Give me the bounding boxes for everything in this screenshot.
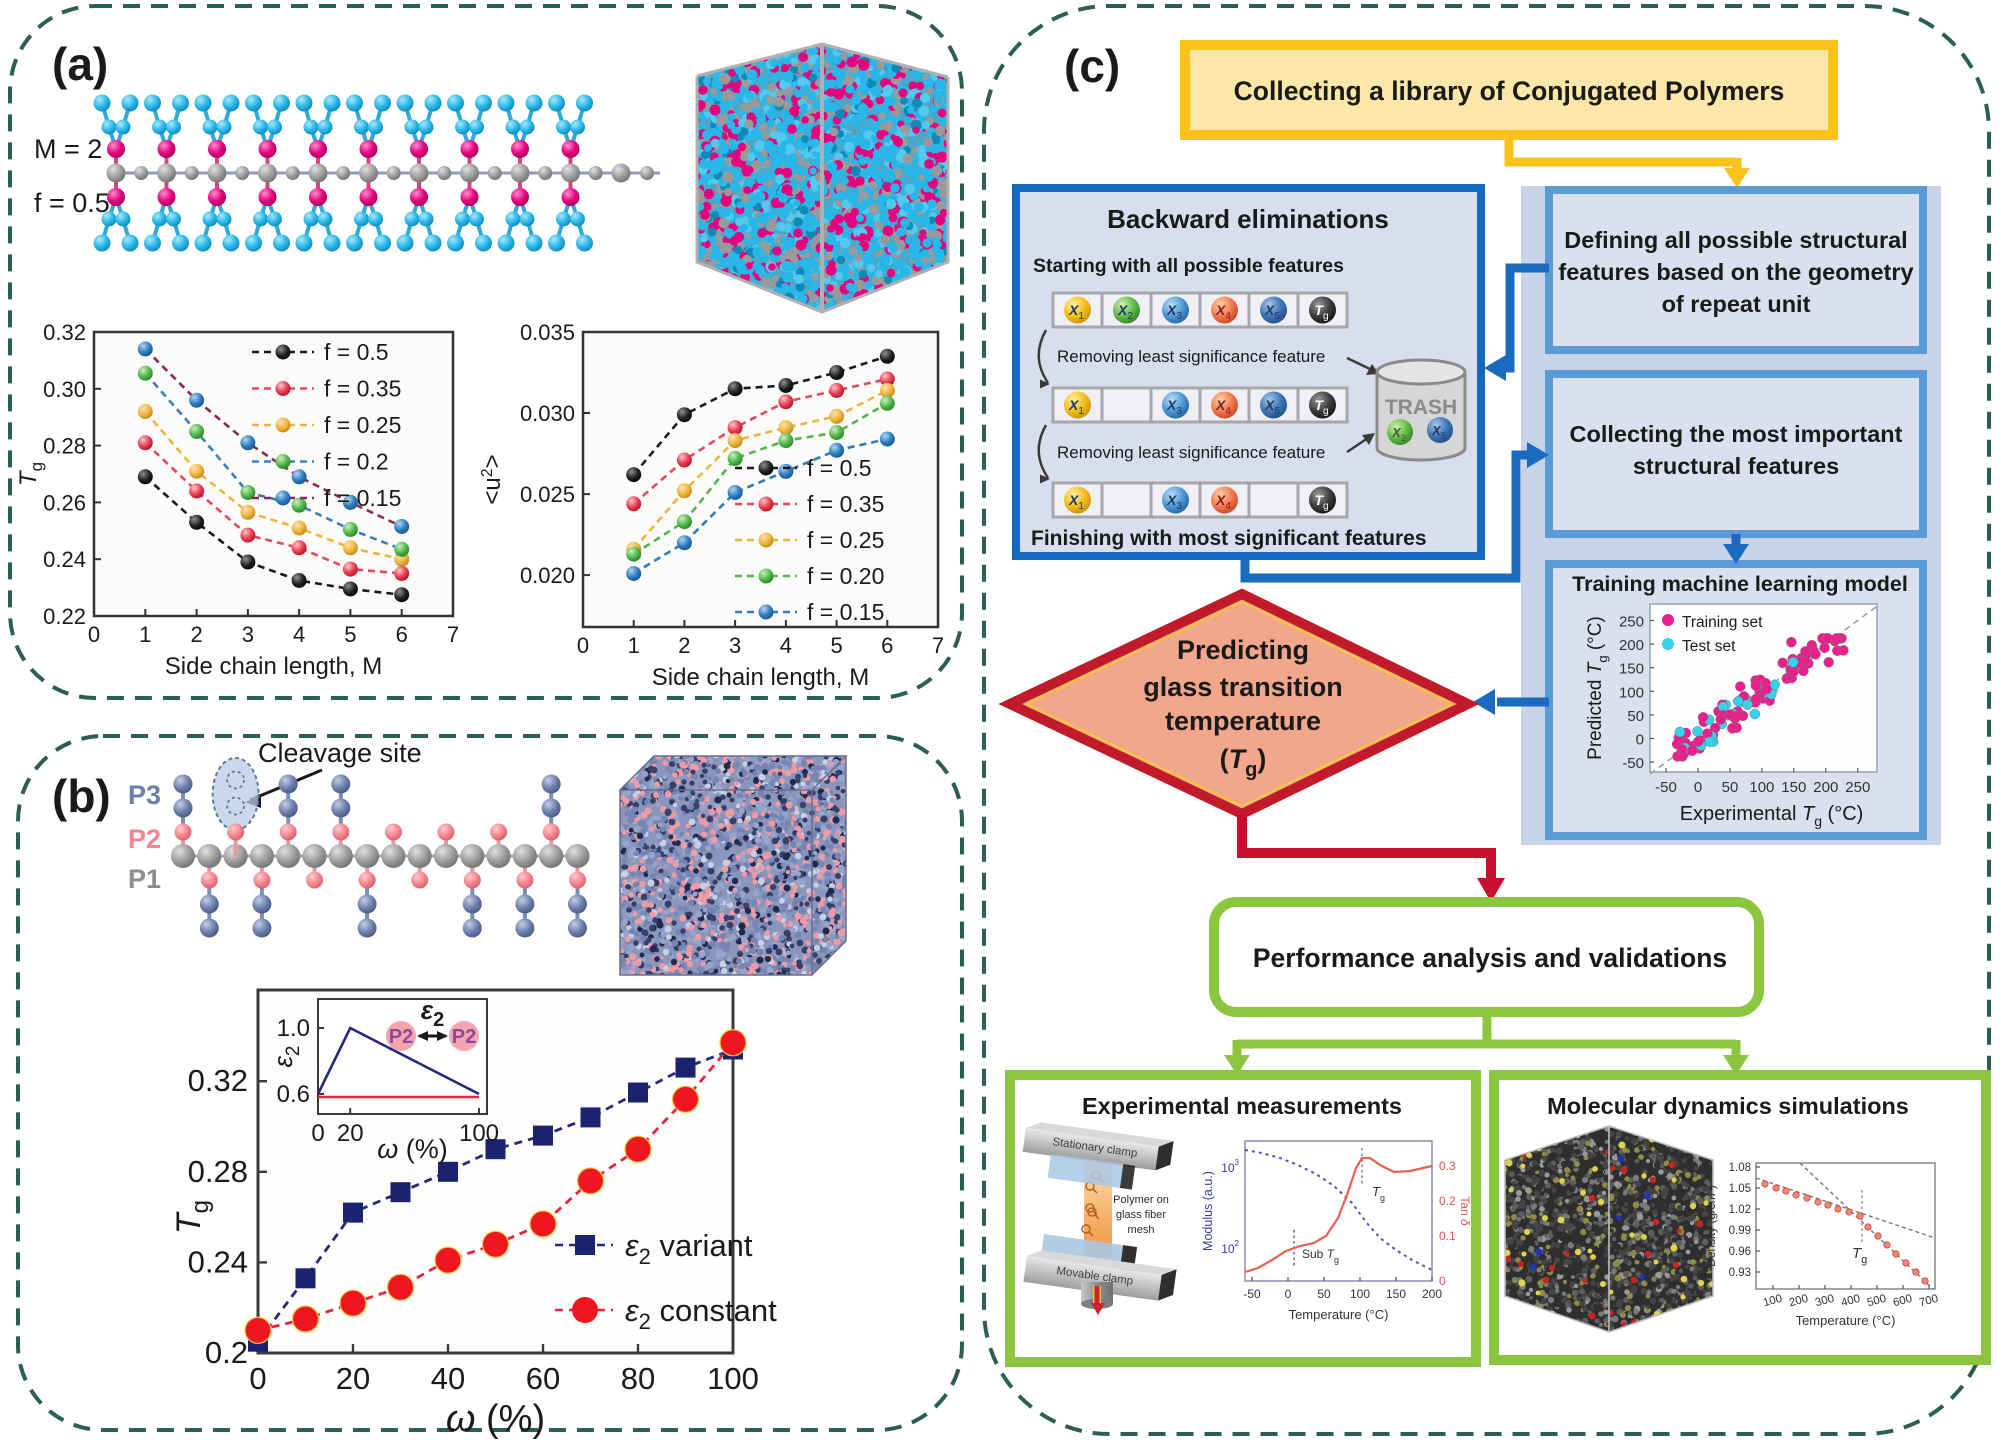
svg-text:1: 1 [628, 633, 640, 658]
svg-text:(c): (c) [1064, 40, 1120, 92]
svg-text:0.26: 0.26 [43, 490, 86, 515]
svg-text:5: 5 [344, 622, 356, 647]
svg-text:4: 4 [780, 633, 792, 658]
svg-text:2: 2 [190, 622, 202, 647]
svg-text:3: 3 [242, 622, 254, 647]
svg-text:0.28: 0.28 [43, 434, 86, 459]
svg-text:(b): (b) [52, 770, 111, 822]
svg-text:2: 2 [678, 633, 690, 658]
svg-text:0.30: 0.30 [43, 377, 86, 402]
svg-text:P3: P3 [128, 780, 161, 810]
svg-text:Side chain length, M: Side chain length, M [165, 653, 382, 680]
svg-text:4: 4 [293, 622, 305, 647]
svg-text:0.020: 0.020 [520, 563, 575, 588]
svg-text:f = 0.20: f = 0.20 [807, 563, 884, 589]
svg-text:3: 3 [729, 633, 741, 658]
svg-text:P2: P2 [128, 824, 161, 854]
svg-text:7: 7 [447, 622, 459, 647]
svg-text:0.22: 0.22 [43, 604, 86, 629]
svg-text:0.24: 0.24 [43, 547, 86, 572]
svg-text:f = 0.35: f = 0.35 [807, 491, 884, 517]
svg-text:P1: P1 [128, 864, 161, 894]
svg-text:f = 0.2: f = 0.2 [324, 449, 389, 475]
svg-text:f = 0.15: f = 0.15 [807, 599, 884, 625]
svg-text:0.32: 0.32 [43, 320, 86, 345]
svg-text:0.025: 0.025 [520, 482, 575, 507]
svg-text:f = 0.5: f = 0.5 [34, 188, 110, 218]
svg-text:0.030: 0.030 [520, 401, 575, 426]
svg-text:6: 6 [396, 622, 408, 647]
svg-text:(a): (a) [52, 38, 108, 90]
svg-text:0: 0 [577, 633, 589, 658]
svg-text:0: 0 [88, 622, 100, 647]
svg-text:Side chain length, M: Side chain length, M [652, 664, 869, 691]
svg-text:f = 0.25: f = 0.25 [807, 527, 884, 553]
svg-text:6: 6 [881, 633, 893, 658]
svg-text:f = 0.35: f = 0.35 [324, 376, 401, 402]
svg-text:7: 7 [932, 633, 944, 658]
svg-text:0.035: 0.035 [520, 320, 575, 345]
svg-text:f = 0.5: f = 0.5 [807, 455, 872, 481]
svg-text:1: 1 [139, 622, 151, 647]
svg-text:f = 0.5: f = 0.5 [324, 339, 389, 365]
svg-text:M = 2: M = 2 [34, 134, 102, 164]
svg-text:<u2>: <u2> [479, 454, 506, 504]
svg-text:Tg: Tg [15, 462, 46, 486]
svg-text:f = 0.25: f = 0.25 [324, 412, 401, 438]
svg-text:Cleavage site: Cleavage site [258, 738, 422, 768]
svg-text:f = 0.15: f = 0.15 [324, 485, 401, 511]
svg-text:5: 5 [830, 633, 842, 658]
